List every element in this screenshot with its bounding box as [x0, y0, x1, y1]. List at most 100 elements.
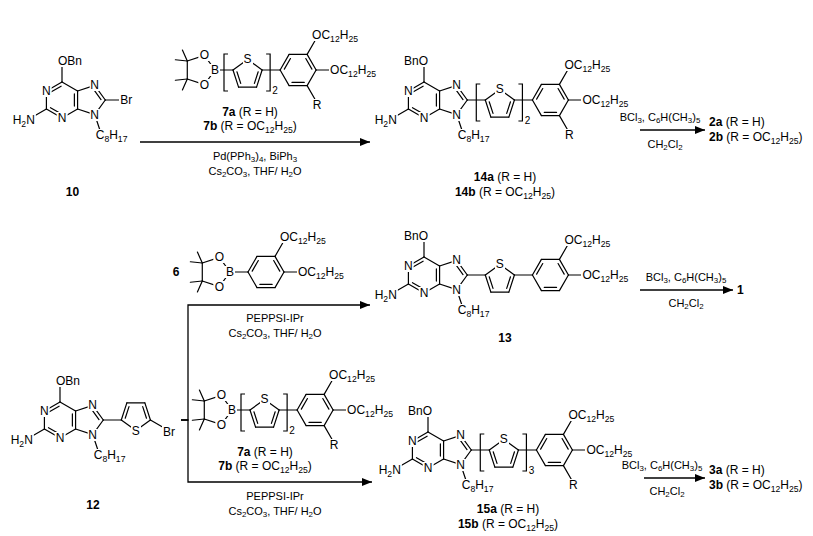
atom-label: O: [214, 251, 225, 263]
bond-line: [202, 263, 203, 281]
repeat-bracket: [476, 84, 480, 121]
compound-number: 14a (R = H): [474, 170, 536, 185]
compound-number: 2b (R = OC12H25): [709, 130, 803, 145]
bond-line: [175, 79, 187, 80]
atom-label: H2N: [12, 114, 36, 126]
atom-label: N: [451, 109, 462, 121]
reaction-arrow: [640, 289, 733, 290]
reaction-condition: PEPPSI-IPr: [245, 313, 304, 324]
bond-line: [541, 84, 559, 85]
bond-line: [289, 54, 307, 55]
atom-label: OC12H25: [311, 29, 359, 41]
bond-line: [495, 467, 513, 468]
atom-label: N: [57, 112, 68, 124]
atom-label: C8H17: [457, 129, 491, 141]
bond-line: [518, 449, 536, 450]
bond-line: [541, 115, 559, 116]
bond-line: [514, 274, 532, 275]
compound-label: 7b (R = OC12H25): [217, 460, 313, 472]
compound-label: 7a (R = H): [221, 106, 279, 118]
bond-line: [187, 61, 188, 79]
bond-line: [439, 91, 440, 109]
reaction-condition: PEPPSI-IPr: [245, 491, 304, 502]
atom-label: B: [210, 64, 220, 76]
bond-line: [532, 100, 541, 116]
atom-label: C8H17: [457, 304, 491, 316]
atom-label: H2N: [374, 114, 398, 126]
atom-label: O: [216, 389, 227, 401]
atom-label: N: [403, 260, 414, 272]
bond-line: [323, 399, 329, 410]
bond-line: [197, 281, 202, 292]
bond-line: [532, 275, 541, 291]
bond-line: [275, 272, 284, 288]
reaction-arrow: [644, 477, 705, 478]
atom-label: O: [216, 419, 227, 431]
bond-line: [413, 86, 424, 92]
reaction-condition: CH2Cl2: [667, 298, 704, 309]
bond-line: [257, 256, 275, 257]
compound-number: 15a (R = H): [477, 502, 539, 517]
bond-line: [260, 284, 272, 285]
atom-label: N: [451, 284, 462, 296]
atom-label: OC12H25: [297, 266, 345, 278]
reaction-condition: Cs2CO3, THF/ H2O: [207, 166, 302, 177]
reaction-condition: Pd(PPh3)4, BiPh3: [212, 151, 298, 162]
atom-label: OC12H25: [563, 234, 611, 246]
bond-line: [548, 462, 560, 463]
compound-label: 7b (R = OC12H25): [202, 120, 298, 132]
atom-label: N: [89, 79, 100, 91]
bond-line: [563, 450, 572, 466]
bond-line: [306, 394, 324, 395]
reaction-condition: CH2Cl2: [648, 486, 685, 497]
bond-line: [558, 264, 564, 275]
bond-line: [541, 439, 547, 450]
bond-line: [199, 419, 204, 430]
atom-label: BnO: [403, 55, 429, 67]
atom-label: S: [495, 83, 505, 95]
bond-line: [239, 87, 257, 88]
bond-line: [440, 444, 441, 456]
atom-label: BnO: [403, 230, 429, 242]
reaction-arrow: [640, 129, 705, 130]
bond-line: [204, 401, 205, 419]
atom-label: S: [260, 393, 270, 405]
atom-label: N: [451, 79, 462, 91]
atom-label: OC12H25: [328, 369, 376, 381]
atom-label: Br: [162, 426, 176, 438]
bond-line: [507, 102, 511, 114]
atom-label: O: [199, 79, 210, 91]
atom-label: N: [87, 399, 98, 411]
reaction-arrow: [181, 420, 372, 482]
bond-line: [284, 59, 290, 70]
bond-line: [413, 261, 424, 267]
bond-line: [254, 72, 258, 84]
bond-line: [307, 70, 316, 86]
bond-line: [536, 450, 545, 466]
bond-line: [143, 407, 147, 419]
atom-label: O: [214, 281, 225, 293]
bond-line: [306, 425, 324, 426]
atom-label: N: [403, 85, 414, 97]
bond-line: [237, 72, 241, 84]
atom-label: N: [451, 254, 462, 266]
reaction-condition: CH2Cl2: [646, 139, 683, 150]
bond-line: [544, 112, 556, 113]
bond-line: [541, 259, 559, 260]
bond-line: [545, 465, 563, 466]
bond-line: [62, 82, 78, 91]
bond-line: [491, 292, 509, 293]
atom-label: S: [243, 53, 253, 65]
bond-line: [309, 422, 321, 423]
atom-label: N: [455, 429, 466, 441]
atom-label: OC12H25: [563, 59, 611, 71]
atom-label: OBn: [57, 55, 83, 67]
compound-number: 2a (R = H): [709, 115, 765, 130]
atom-label: OC12H25: [585, 444, 633, 456]
bond-line: [467, 274, 485, 275]
atom-label: N: [89, 109, 100, 121]
bond-line: [254, 412, 258, 424]
bond-line: [491, 117, 509, 118]
atom-label: C8H17: [461, 479, 495, 491]
bracket-subscript: 3: [528, 466, 536, 476]
